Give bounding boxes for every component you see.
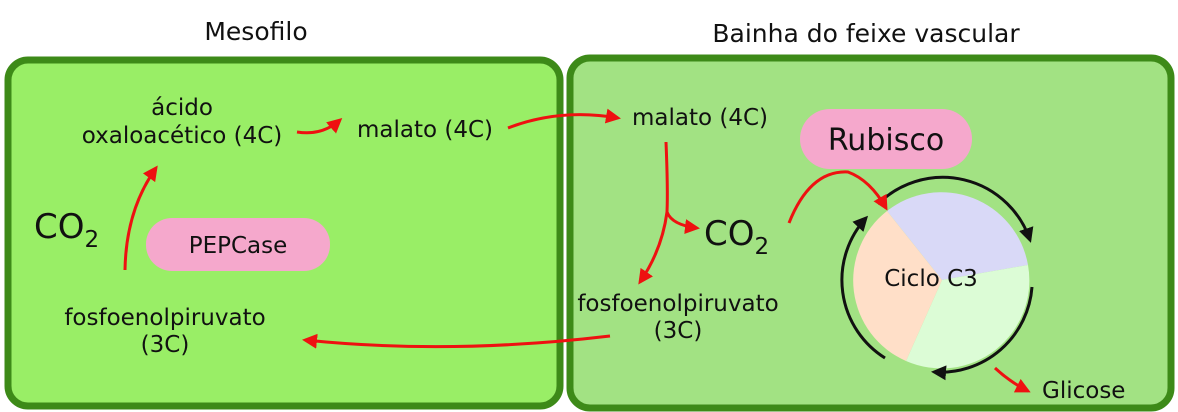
- arrow-to-glucose: [993, 366, 1031, 393]
- mesophyll-pep-line1: fosfoenolpiruvato: [64, 305, 265, 331]
- arrow-malate-transport: [507, 108, 621, 130]
- c3-cycle: Ciclo C3: [840, 175, 1034, 381]
- glucose-label: Glicose: [1042, 378, 1125, 404]
- arrow-oaa-to-malate: [296, 118, 343, 135]
- mesophyll-malate-label: malato (4C): [357, 117, 493, 143]
- bundle-sheath-title: Bainha do feixe vascular: [712, 19, 1020, 48]
- arrow-pep-return: [302, 333, 611, 349]
- mesophyll-co2-label: CO2: [34, 207, 99, 253]
- mesophyll-pep-line2: (3C): [141, 332, 190, 358]
- pepcase-label: PEPCase: [189, 233, 288, 259]
- arrow-pep-to-oaa: [123, 165, 158, 271]
- mesophyll-title: Mesofilo: [204, 17, 307, 46]
- bundle-co2-label: CO2: [704, 214, 769, 260]
- cycle-segment-right: [906, 265, 1030, 369]
- cycle-segment-top: [887, 192, 1028, 280]
- cycle-arrow-top: [876, 175, 1034, 243]
- cycle-label: Ciclo C3: [884, 266, 978, 292]
- bundle-pep-line1: fosfoenolpiruvato: [577, 291, 778, 317]
- arrow-malate-split: [664, 141, 700, 235]
- cycle-segment-left: [853, 211, 942, 361]
- oaa-label-line1: ácido: [151, 95, 213, 121]
- arrow-split-to-pep: [638, 211, 669, 285]
- flow-arrows: [123, 108, 1031, 393]
- bundle-malate-label: malato (4C): [632, 105, 768, 131]
- pepcase-pill: [146, 218, 330, 271]
- oaa-label-line2: oxaloacético (4C): [82, 123, 283, 149]
- arrow-co2-to-rubisco: [787, 170, 888, 224]
- rubisco-pill: [800, 109, 972, 169]
- bundle-pep-line2: (3C): [654, 318, 703, 344]
- rubisco-label: Rubisco: [828, 123, 944, 158]
- cycle-arrow-right: [931, 286, 1034, 381]
- cycle-arrow-left: [840, 215, 886, 360]
